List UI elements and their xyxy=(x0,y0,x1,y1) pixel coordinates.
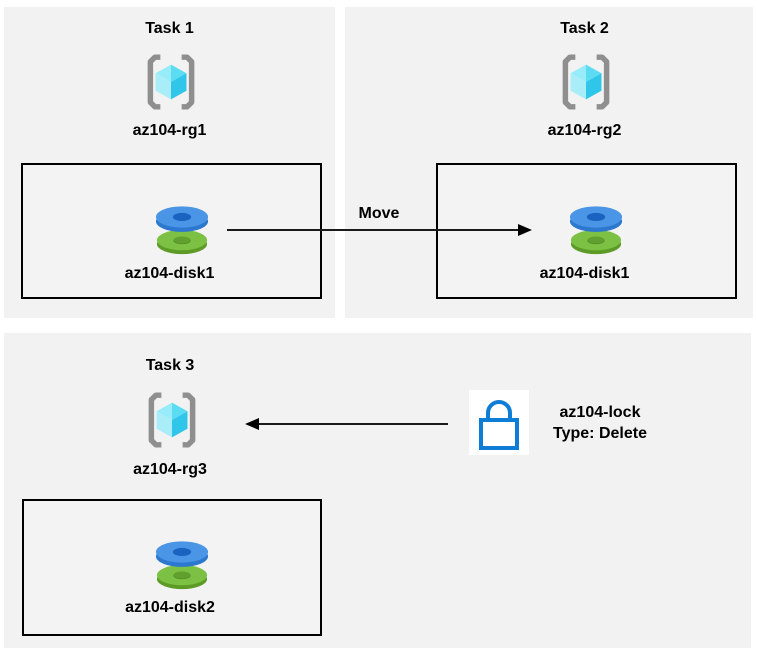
disk-name: az104-disk2 xyxy=(125,599,215,616)
move-arrow-label: Move xyxy=(358,205,400,222)
resource-group-icon xyxy=(142,53,200,116)
panel-task1: Task 1 az104-rg1 az104-disk1 xyxy=(4,7,335,318)
resource-group-name: az104-rg3 xyxy=(133,461,207,478)
lock-type: Type: Delete xyxy=(553,425,647,442)
panel-task3: Task 3 az104-rg3 az104-disk2 az104-lock … xyxy=(4,333,751,648)
task2-title: Task 2 xyxy=(560,20,609,37)
resource-group-icon xyxy=(143,391,201,454)
disk-name: az104-disk1 xyxy=(124,265,215,282)
lock-arrowhead-icon xyxy=(245,417,259,430)
lock-arrow-line xyxy=(258,423,448,425)
lock-name: az104-lock xyxy=(559,404,641,421)
disk-icon xyxy=(146,538,218,597)
disk-icon xyxy=(146,203,218,262)
task3-title: Task 3 xyxy=(145,357,195,374)
resource-group-name: az104-rg2 xyxy=(547,122,622,139)
resource-group-icon xyxy=(557,53,615,116)
resource-group-name: az104-rg1 xyxy=(132,122,207,139)
move-arrowhead-icon xyxy=(518,223,532,236)
move-arrow-line xyxy=(227,229,520,231)
disk-name: az104-disk1 xyxy=(539,265,630,282)
panel-task2: Task 2 az104-rg2 az104-disk1 xyxy=(345,7,753,318)
task1-title: Task 1 xyxy=(145,20,194,37)
lock-caption: az104-lock Type: Delete xyxy=(500,402,700,444)
disk-icon xyxy=(560,203,632,262)
lock-icon xyxy=(469,390,529,455)
